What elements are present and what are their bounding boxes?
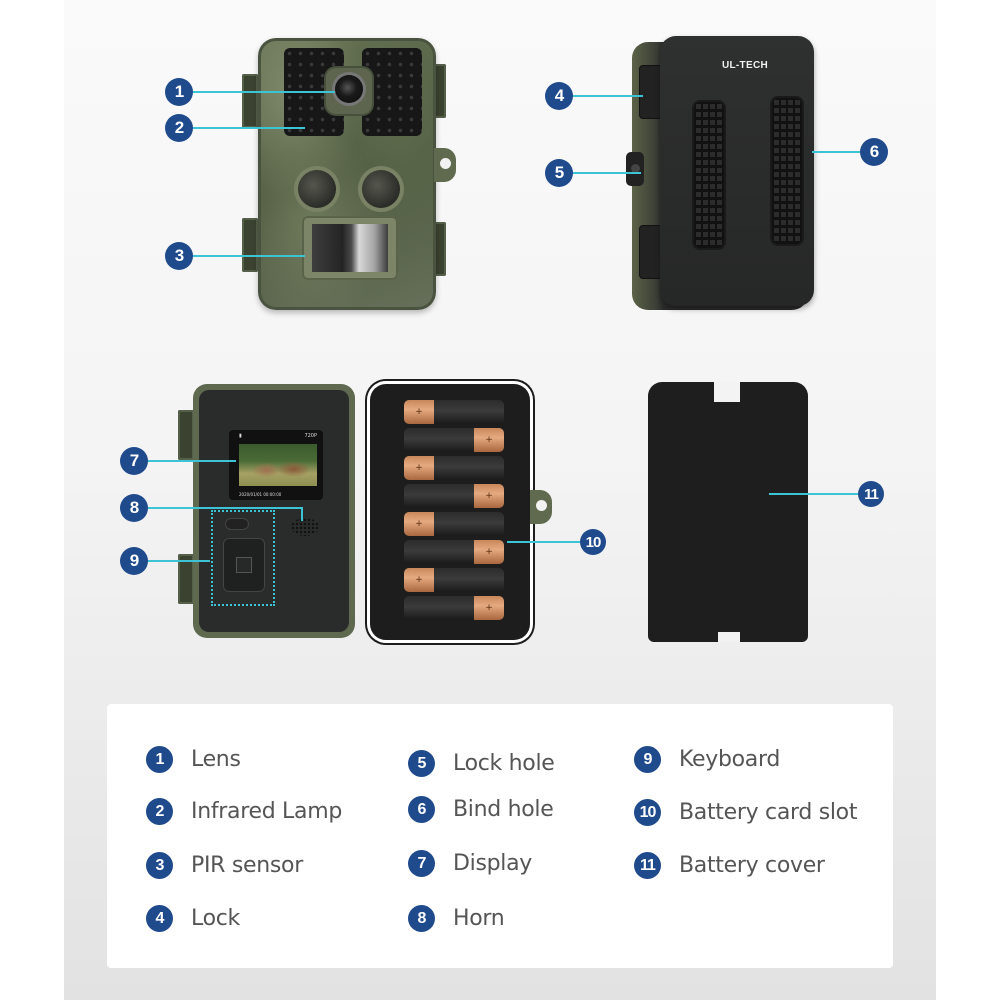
camera-lens (335, 75, 363, 103)
legend-badge: 8 (408, 905, 435, 932)
legend-badge: 3 (146, 852, 173, 879)
legend-item-display: 7 Display (408, 850, 532, 877)
sensor-disc-left (298, 170, 336, 208)
callout-badge-10: 10 (580, 529, 606, 555)
callout-badge-3: 3 (165, 242, 193, 270)
screen-timestamp: 2020/01/01 00:00:00 (239, 492, 282, 497)
battery-indicator-icon: ▮ (239, 433, 242, 439)
latch-top-left (242, 74, 258, 128)
callout-badge-5: 5 (545, 159, 573, 187)
lock-hole (626, 152, 644, 186)
strap-slot-right (772, 98, 802, 244)
latch-bottom-left (242, 218, 258, 272)
legend-badge: 5 (408, 750, 435, 777)
battery-cap: + (474, 484, 504, 508)
pir-lens (312, 224, 388, 272)
leader-line-3 (193, 255, 305, 257)
callout-badge-6: 6 (860, 138, 888, 166)
leader-line-2 (193, 127, 305, 129)
legend-badge: 1 (146, 746, 173, 773)
legend-badge: 4 (146, 905, 173, 932)
mount-ear (434, 148, 456, 182)
sensor-disc-right (362, 170, 400, 208)
battery-cover-panel (648, 382, 808, 642)
legend-item-battery-card-slot: 10 Battery card slot (634, 799, 857, 826)
leader-line-8-drop (301, 507, 303, 521)
mount-ear-open (530, 490, 552, 524)
callout-badge-2: 2 (165, 114, 193, 142)
battery-cap: + (474, 428, 504, 452)
dpad-icon (223, 538, 265, 592)
leader-line-5 (573, 172, 641, 174)
pir-sensor-window (302, 216, 398, 280)
legend-item-lock-hole: 5 Lock hole (408, 750, 555, 777)
legend-label: Keyboard (679, 747, 781, 772)
leader-line-4 (573, 95, 643, 97)
legend-label: Bind hole (453, 797, 554, 822)
legend-item-battery-cover: 11 Battery cover (634, 852, 825, 879)
leader-line-9 (148, 560, 210, 562)
legend-item-lock: 4 Lock (146, 905, 240, 932)
legend-item-pir-sensor: 3 PIR sensor (146, 852, 303, 879)
legend-label: Horn (453, 906, 505, 931)
battery-cap: + (404, 400, 434, 424)
legend-label: Lens (191, 747, 241, 772)
resolution-label: 720P (304, 433, 317, 439)
legend-item-infrared-lamp: 2 Infrared Lamp (146, 798, 342, 825)
infrared-lamp-array-right (362, 48, 422, 136)
camera-back-body: UL-TECH (660, 36, 814, 306)
legend-label: Display (453, 851, 532, 876)
legend-badge: 7 (408, 850, 435, 877)
callout-badge-4: 4 (545, 82, 573, 110)
deer-preview-image (239, 444, 317, 486)
latch-open-top (178, 410, 194, 460)
legend-label: Infrared Lamp (191, 799, 342, 824)
legend-label: Battery cover (679, 853, 825, 878)
battery-cap: + (404, 512, 434, 536)
legend-item-bind-hole: 6 Bind hole (408, 796, 554, 823)
legend-badge: 6 (408, 796, 435, 823)
battery-compartment: + + + + + + + + (370, 384, 530, 640)
battery-cap: + (474, 596, 504, 620)
legend-label: Battery card slot (679, 800, 858, 825)
leader-line-6 (812, 151, 860, 153)
leader-line-10 (507, 541, 580, 543)
leader-line-7 (148, 460, 236, 462)
legend-badge: 11 (634, 852, 661, 879)
legend-badge: 10 (634, 799, 661, 826)
lens-housing (326, 68, 372, 114)
callout-badge-8: 8 (120, 494, 148, 522)
strap-slot-left (694, 102, 724, 248)
leader-line-8 (148, 507, 302, 509)
legend-badge: 9 (634, 746, 661, 773)
battery-cap: + (404, 568, 434, 592)
camera-front-interior: ▮ 720P 2020/01/01 00:00:00 (193, 384, 355, 638)
brand-logo: UL-TECH (722, 60, 768, 71)
latch-open-bottom (178, 554, 194, 604)
legend-badge: 2 (146, 798, 173, 825)
legend-item-keyboard: 9 Keyboard (634, 746, 780, 773)
callout-badge-9: 9 (120, 547, 148, 575)
battery-cap: + (474, 540, 504, 564)
legend-label: Lock hole (453, 751, 555, 776)
legend-panel: 1 Lens 2 Infrared Lamp 3 PIR sensor 4 Lo… (107, 704, 893, 968)
camera-front-body (258, 38, 456, 310)
legend-item-lens: 1 Lens (146, 746, 241, 773)
keyboard-area (211, 510, 275, 606)
legend-label: Lock (191, 906, 240, 931)
leader-line-1 (193, 91, 335, 93)
horn-speaker-grille (291, 518, 319, 536)
display-screen: ▮ 720P 2020/01/01 00:00:00 (229, 430, 323, 500)
legend-item-horn: 8 Horn (408, 905, 505, 932)
leader-line-11 (769, 493, 858, 495)
menu-button-icon (225, 518, 249, 530)
callout-badge-1: 1 (165, 78, 193, 106)
callout-badge-11: 11 (858, 481, 884, 507)
legend-label: PIR sensor (191, 853, 303, 878)
battery-cap: + (404, 456, 434, 480)
callout-badge-7: 7 (120, 447, 148, 475)
